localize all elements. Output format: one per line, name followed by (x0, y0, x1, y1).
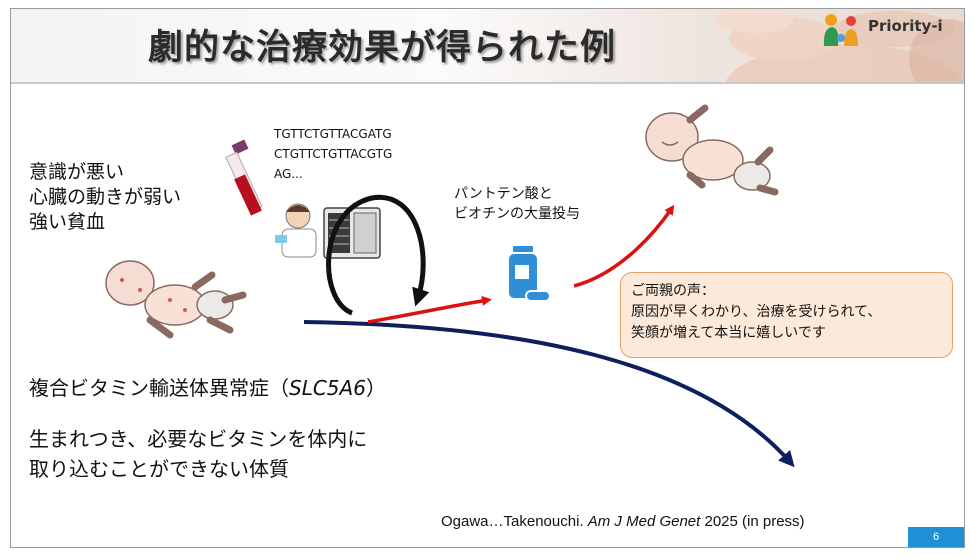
dna-sequence: TGTTCTGTTACGATG CTGTTCTGTTACGTG AG... (274, 124, 392, 184)
parent-voice-heading: ご両親の声： (631, 283, 715, 299)
blood-tube-icon (225, 139, 263, 216)
symptom-item: 心臓の動きが弱い (29, 186, 182, 208)
disease-name: 複合ビタミン輸送体異常症（SLC5A6） (29, 372, 386, 401)
symptom-item: 意識が悪い (29, 161, 125, 183)
citation-journal: Am J Med Genet (587, 513, 701, 530)
citation: Ogawa…Takenouchi. Am J Med Genet 2025 (i… (441, 513, 805, 530)
sick-baby-illustration (105, 260, 247, 339)
treatment-arrow (367, 295, 492, 324)
treatment-line: ビオチンの大量投与 (454, 206, 580, 222)
disease-description: 生まれつき、必要なビタミンを体内に 取り込むことができない体質 (29, 424, 367, 484)
dna-line: CTGTTCTGTTACGTG (274, 147, 393, 161)
citation-authors: Ogawa…Takenouchi. (441, 513, 584, 530)
description-line: 生まれつき、必要なビタミンを体内に (29, 427, 368, 451)
description-line: 取り込むことができない体質 (29, 457, 289, 481)
symptoms-list: 意識が悪い 心臓の動きが弱い 強い貧血 (29, 160, 181, 235)
disease-course-arrow (303, 320, 795, 468)
logo-text: Priority-i (868, 17, 943, 35)
baby-hand-image (714, 9, 964, 82)
healthy-baby-illustration (645, 104, 779, 196)
treatment-label: パントテン酸と ビオチンの大量投与 (454, 184, 580, 224)
researcher-illustration (275, 203, 317, 258)
treatment-line: パントテン酸と (454, 186, 553, 202)
citation-year: 2025 (in press) (704, 513, 805, 530)
disease-name-prefix: 複合ビタミン輸送体異常症（ (29, 376, 289, 400)
dna-line: TGTTCTGTTACGATG (274, 127, 392, 141)
dna-line: AG... (274, 167, 303, 181)
parent-voice-line: 原因が早くわかり、治療を受けられて、 (631, 304, 882, 320)
symptom-item: 強い貧血 (29, 211, 106, 233)
slide-title: 劇的な治療効果が得られた例 (148, 28, 617, 68)
priority-i-logo (823, 14, 858, 46)
parent-voice-box: ご両親の声： 原因が早くわかり、治療を受けられて、 笑顔が増えて本当に嬉しいです (620, 272, 953, 358)
parent-voice-line: 笑顔が増えて本当に嬉しいです (631, 325, 826, 341)
recovery-arrow (573, 204, 675, 288)
gene-name: SLC5A6 (289, 376, 366, 400)
slide-frame (10, 8, 965, 548)
page-number-badge: 6 (908, 527, 964, 547)
medicine-bottle-icon (509, 246, 551, 302)
disease-name-suffix: ） (365, 376, 386, 400)
header-banner (11, 9, 964, 82)
cycle-arrow (326, 194, 430, 316)
header-divider (11, 82, 964, 84)
